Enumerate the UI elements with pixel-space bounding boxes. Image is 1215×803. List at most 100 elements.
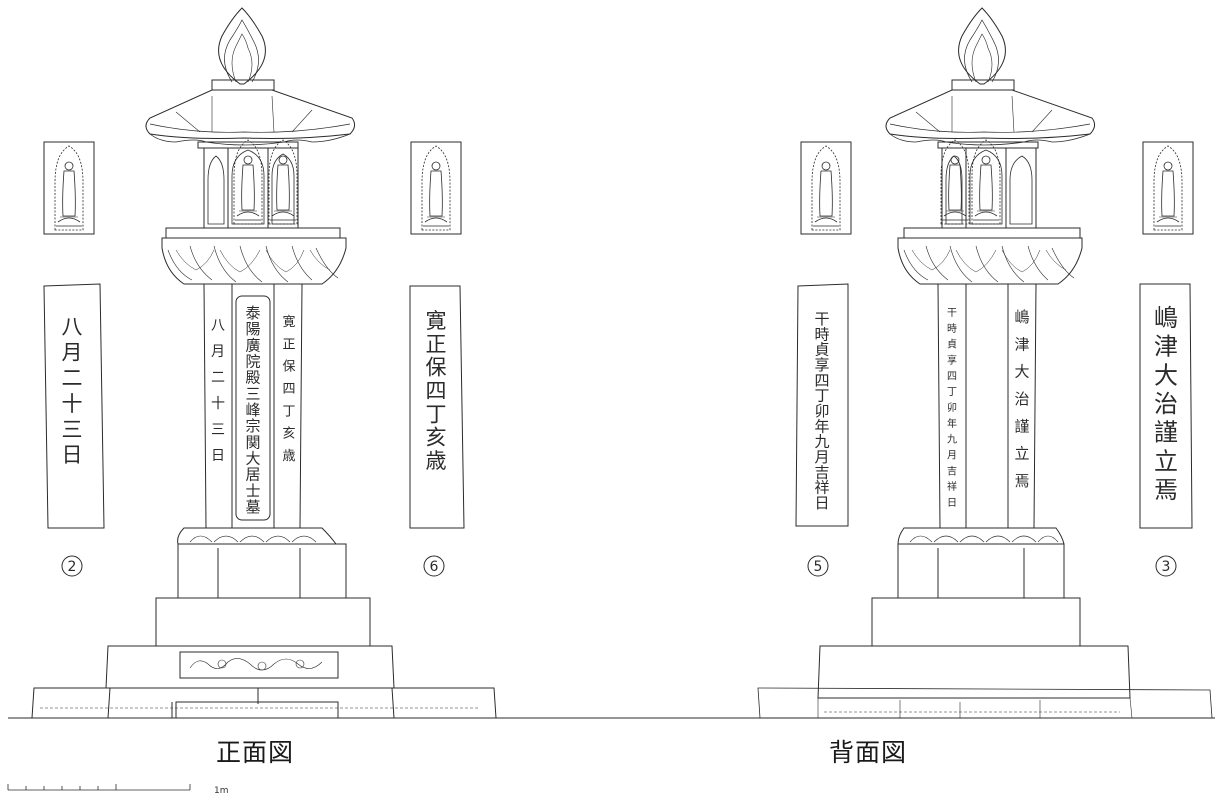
inscription-char: 吉	[947, 465, 957, 477]
inscription-panel-2	[43, 283, 105, 529]
inscription-char: 四	[947, 371, 957, 382]
inscription-char: 大	[1154, 361, 1178, 389]
inscription-char: 正	[282, 337, 295, 352]
back-view-caption: 背面図	[829, 738, 908, 767]
inscription-char: 焉	[1014, 472, 1029, 490]
inscription-char: 治	[1154, 390, 1178, 418]
back-lotus-platform	[897, 237, 1083, 285]
inscription-char: 丁	[426, 402, 447, 426]
niche-panel-left-back	[800, 141, 852, 235]
inscription-char: 寛	[426, 309, 447, 333]
inscription-char: 墓	[245, 498, 260, 516]
front-view-caption: 正面図	[216, 738, 295, 767]
niche-panel-left-front	[43, 141, 95, 235]
inscription-char: 八	[62, 315, 83, 339]
inscription-char: 二	[62, 366, 83, 390]
inscription-char: 丁	[282, 404, 295, 419]
inscription-char: 卯	[814, 402, 829, 420]
inscription-char: 日	[62, 443, 83, 467]
inscription-char: 保	[282, 360, 295, 375]
inscription-char: 大	[1014, 363, 1029, 381]
inscription-char: 吉	[814, 463, 829, 481]
inscription-char: 日	[947, 498, 957, 509]
inscription-char: 日	[814, 494, 829, 512]
inscription-char: 治	[1014, 390, 1029, 408]
inscription-char: 丁	[814, 387, 829, 405]
back-view	[757, 7, 1213, 719]
inscription-char: 祥	[947, 480, 957, 493]
panel-number-5-text: 5	[814, 559, 823, 575]
inscription-char: 年	[814, 417, 829, 435]
panel-number-2-text: 2	[68, 559, 77, 575]
inscription-char: 院	[245, 353, 260, 371]
inscription-char: 寛	[282, 314, 295, 330]
niche-panel-right-back	[1142, 141, 1194, 235]
inscription-char: 居	[245, 466, 260, 484]
inscription-char: 立	[1014, 445, 1029, 463]
inscription-char: 亥	[282, 427, 295, 442]
inscription-char: 二	[211, 370, 225, 386]
inscription-char: 三	[211, 422, 225, 438]
inscription-char: 月	[211, 344, 225, 360]
front-view	[31, 7, 497, 719]
panel-number-2: 2	[61, 555, 83, 577]
inscription-char: 歳	[426, 449, 447, 473]
front-lotus-platform	[161, 237, 347, 285]
inscription-char: 亥	[426, 426, 447, 450]
inscription-char: 日	[211, 448, 225, 464]
inscription-char: 貞	[814, 341, 829, 359]
inscription-char: 干	[814, 310, 829, 328]
inscription-char: 三	[245, 385, 260, 403]
inscription-char: 十	[211, 396, 225, 412]
inscription-char: 津	[1014, 335, 1029, 353]
inscription-panel-6	[409, 285, 465, 529]
inscription-char: 保	[426, 356, 447, 380]
inscription-char: 三	[62, 417, 83, 441]
inscription-char: 卯	[947, 402, 957, 414]
back-firebox	[941, 147, 1037, 229]
inscription-char: 九	[947, 434, 957, 446]
panel-number-3-text: 3	[1162, 559, 1171, 575]
inscription-char: 享	[947, 354, 957, 367]
inscription-char: 月	[814, 448, 829, 466]
inscription-char: 津	[1154, 333, 1178, 361]
inscription-char: 士	[245, 482, 260, 500]
front-roof	[145, 89, 356, 139]
inscription-char: 正	[426, 332, 447, 356]
inscription-char: 大	[245, 450, 260, 468]
inscription-char: 享	[814, 356, 829, 374]
inscription-char: 嶋	[1154, 304, 1178, 332]
inscription-char: 廣	[245, 336, 260, 354]
back-finial	[958, 7, 1006, 85]
inscription-char: 月	[947, 450, 957, 462]
back-roof	[885, 89, 1096, 139]
inscription-char: 貞	[947, 339, 957, 351]
inscription-char: 四	[814, 371, 829, 389]
inscription-char: 丁	[947, 387, 957, 398]
inscription-char: 謹	[1014, 417, 1029, 435]
inscription-char: 歳	[282, 449, 295, 464]
inscription-char: 時	[947, 323, 957, 335]
inscription-char: 九	[814, 433, 829, 451]
inscription-char: 祥	[814, 479, 829, 497]
inscription-char: 殿	[245, 369, 260, 387]
niche-panel-right-front	[410, 141, 462, 235]
inscription-panel-5	[795, 283, 849, 527]
inscription-char: 泰	[245, 304, 260, 322]
panel-number-5: 5	[807, 555, 829, 577]
inscription-char: 月	[62, 341, 83, 365]
inscription-char: 八	[211, 318, 225, 334]
front-firebox	[203, 147, 299, 229]
scale-label: 1m	[214, 786, 229, 796]
inscription-char: 時	[814, 325, 829, 343]
inscription-char: 焉	[1154, 476, 1178, 504]
